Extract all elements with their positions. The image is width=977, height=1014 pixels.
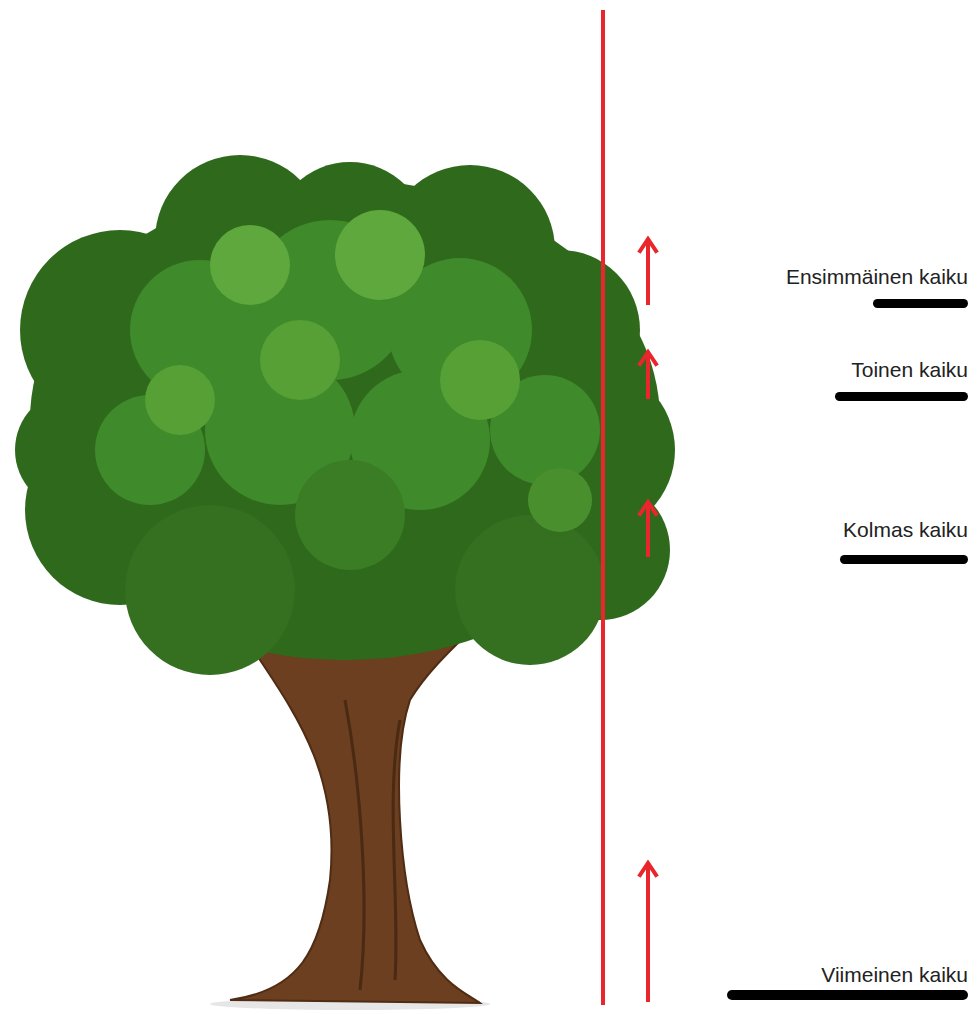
echo-label: Viimeinen kaiku [821, 962, 968, 987]
echo-label: Kolmas kaiku [843, 517, 968, 542]
echo-label: Toinen kaiku [851, 357, 968, 382]
label-underlines [727, 299, 968, 1000]
laser-line [601, 10, 605, 1005]
echo-arrows [640, 239, 656, 1000]
echo-label: Ensimmäinen kaiku [786, 264, 968, 289]
trunk-shading [345, 700, 400, 990]
tree-crown [15, 155, 675, 675]
